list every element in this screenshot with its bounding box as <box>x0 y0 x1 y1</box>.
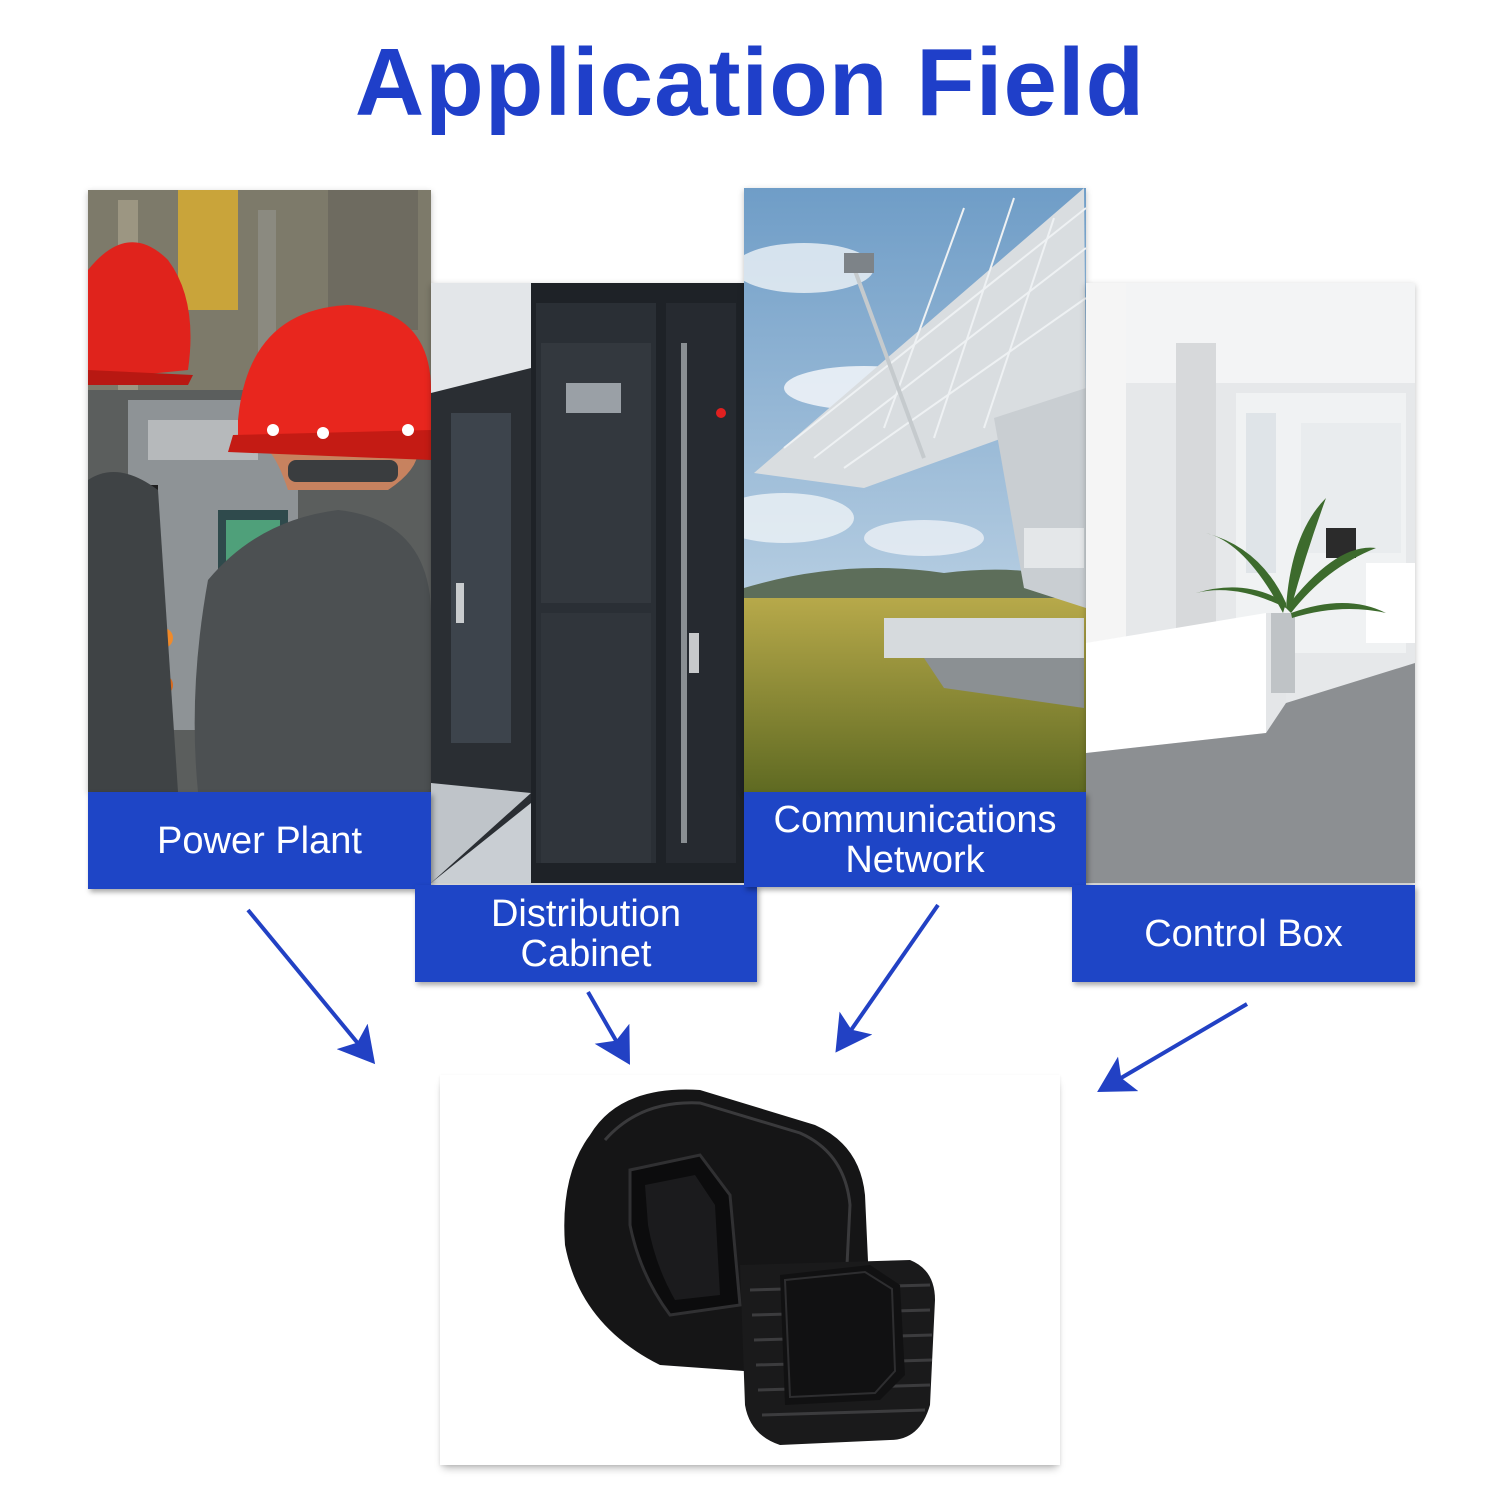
communications-network-photo <box>744 188 1086 792</box>
arrow-icon <box>586 991 630 1065</box>
page-title: Application Field <box>354 29 1146 136</box>
control-box-photo <box>1086 283 1415 883</box>
cable-connector-image <box>564 1089 935 1445</box>
distribution-cabinet-photo <box>431 283 744 883</box>
arrow-icon <box>1097 1002 1249 1093</box>
power-plant-photo: 252 <box>88 190 431 792</box>
arrow-icon <box>246 908 376 1065</box>
field-label-power-plant: Power Plant <box>88 792 431 889</box>
product-image-card <box>440 1075 1060 1465</box>
field-label-control-box: Control Box <box>1072 885 1415 982</box>
arrow-icon <box>835 903 940 1053</box>
